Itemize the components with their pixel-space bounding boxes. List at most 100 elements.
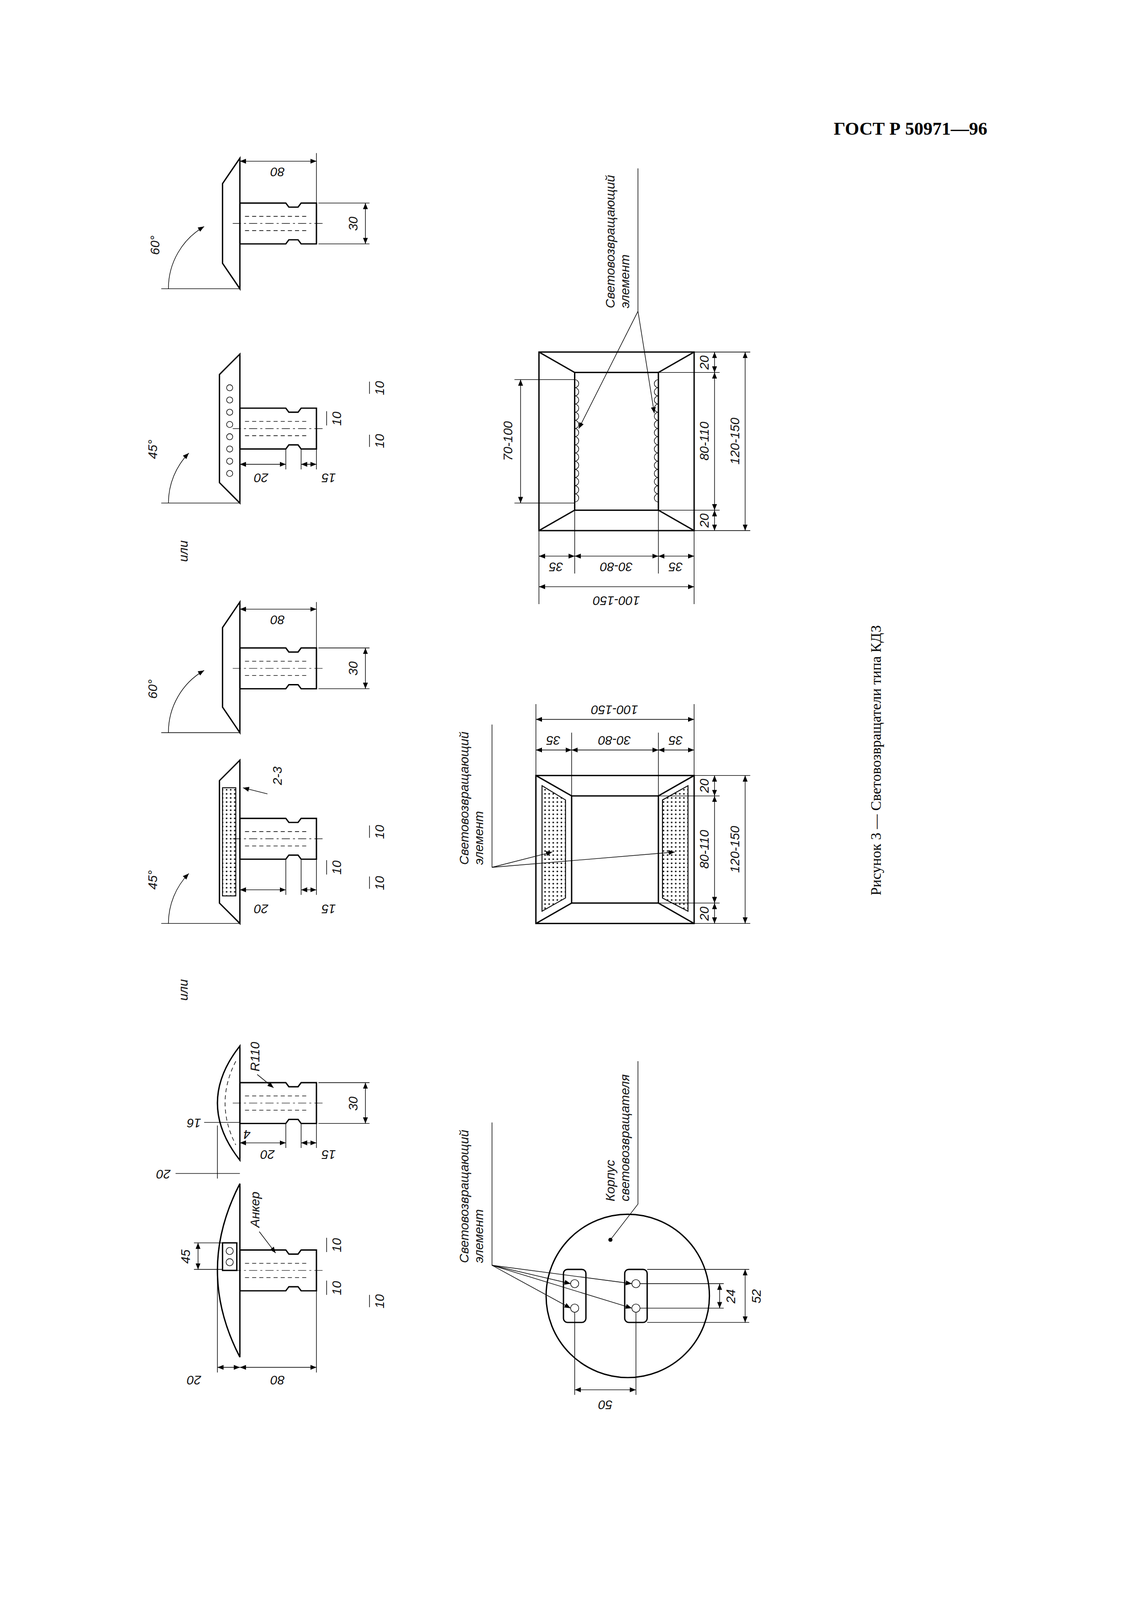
marker-top-view-a-part xyxy=(578,311,639,429)
marker-side-view-b-part xyxy=(161,502,240,504)
marker-top-view-a-part xyxy=(658,555,695,557)
dimension-text: 20 xyxy=(254,470,269,485)
dimension-text: 4 xyxy=(243,1126,251,1142)
marker-top-view-b-part xyxy=(658,775,751,924)
marker-top-view-c-part xyxy=(608,1237,613,1242)
dimension-text: 60° xyxy=(147,235,163,255)
dimension-text: 20 xyxy=(260,1146,275,1162)
marker-side-view-e-part xyxy=(318,1082,370,1124)
marker-side-view-a-part xyxy=(161,288,240,290)
dimension-text: 10 xyxy=(329,1238,345,1253)
dimension-text: 100-150 xyxy=(593,592,641,608)
dimension-text: 30 xyxy=(345,661,361,676)
dimension-text: 30-80 xyxy=(599,559,633,574)
marker-side-view-f-part xyxy=(222,1242,237,1271)
dimension-text: 70-100 xyxy=(500,420,516,461)
marker-side-view-c-part xyxy=(168,670,205,733)
marker-side-view-a-part xyxy=(232,203,325,244)
marker-side-view-f-part xyxy=(226,1258,234,1266)
marker-side-view-c-part xyxy=(222,601,240,733)
dimension-text: 35 xyxy=(668,732,683,748)
marker-top-view-a-part xyxy=(574,379,579,502)
dimension-text: 24 xyxy=(723,1289,739,1304)
marker-side-view-d-part xyxy=(300,889,317,890)
dimension-text: 15 xyxy=(321,470,336,485)
marker-top-view-c-part xyxy=(492,1265,571,1284)
marker-side-view-d-part xyxy=(326,825,370,890)
dimension-text: 35 xyxy=(546,732,561,748)
dimension-text: 45° xyxy=(145,870,161,890)
marker-side-view-e-part xyxy=(239,1142,286,1143)
marker-side-view-d-part xyxy=(168,873,190,924)
dimension-text: 120-150 xyxy=(727,825,743,874)
marker-top-view-a-part xyxy=(744,352,746,531)
marker-side-view-a xyxy=(161,152,370,289)
marker-top-view-a-part xyxy=(538,352,695,531)
marker-top-view-a-part xyxy=(538,555,575,557)
marker-side-view-a-part xyxy=(315,152,317,204)
dimension-text: 16 xyxy=(186,1115,201,1131)
marker-side-view-c-part xyxy=(318,647,370,689)
dimension-text: 10 xyxy=(372,1294,388,1309)
marker-top-view-b-part xyxy=(662,785,689,912)
marker-side-view-f-part xyxy=(217,1275,317,1373)
dimension-text: 120-150 xyxy=(727,417,743,465)
dimension-text: 80-110 xyxy=(696,421,712,461)
marker-top-view-b-part xyxy=(571,749,659,751)
marker-top-view-b-part xyxy=(571,795,659,904)
marker-side-view-e-part xyxy=(232,1082,325,1124)
marker-top-view-b-part xyxy=(536,749,572,751)
marker-top-view-a-part xyxy=(658,352,751,531)
marker-side-view-a-part xyxy=(239,160,317,162)
marker-top-view-a-part xyxy=(520,379,521,503)
marker-side-view-c-part xyxy=(161,732,240,733)
marker-side-view-b-part xyxy=(226,384,233,391)
marker-side-view-f xyxy=(194,1183,370,1373)
marker-side-view-f-part xyxy=(226,1247,234,1255)
marker-side-view-b-part xyxy=(226,396,233,403)
dimension-text: 30 xyxy=(345,216,361,231)
dimension-text: 20 xyxy=(696,355,712,370)
marker-side-view-a-part xyxy=(365,203,366,244)
marker-top-view-c-part xyxy=(570,1304,579,1313)
callout-label: Световозвращающий элемент xyxy=(457,727,487,865)
marker-top-view-a-part xyxy=(714,510,715,531)
dimension-text: 20 xyxy=(696,906,712,921)
marker-top-view-b-part xyxy=(714,795,715,904)
marker-top-view-b-part xyxy=(714,775,715,796)
marker-side-view-e-part xyxy=(300,1142,317,1143)
dimension-text: или xyxy=(176,540,191,563)
marker-top-view-c-part xyxy=(647,1269,750,1323)
marker-side-view-f-part xyxy=(239,1367,317,1368)
dimension-text: 2-3 xyxy=(270,766,285,785)
callout-label: Световозвращающий элемент xyxy=(457,1125,487,1263)
dimension-text: 50 xyxy=(598,1397,613,1412)
marker-top-view-a-part xyxy=(574,555,659,557)
dimension-text: 80 xyxy=(270,1372,285,1388)
marker-side-view-b-part xyxy=(226,457,233,464)
marker-side-view-e-part xyxy=(285,1123,317,1148)
dimension-text: 45° xyxy=(145,439,161,459)
marker-top-view-c-part xyxy=(570,1279,579,1288)
marker-top-view-c-part xyxy=(719,1283,720,1309)
marker-side-view-f-part xyxy=(259,1231,276,1253)
marker-top-view-b xyxy=(492,704,751,924)
marker-side-view-d-part xyxy=(219,760,241,924)
marker-side-view-b-part xyxy=(326,381,370,448)
dimension-text: 20 xyxy=(156,1166,171,1182)
dimension-text: 30-80 xyxy=(598,732,632,748)
marker-side-view-f-part xyxy=(197,1242,199,1270)
marker-top-view-b-part xyxy=(541,785,566,912)
marker-top-view-a-part xyxy=(574,372,659,511)
marker-top-view-c xyxy=(492,1061,750,1395)
marker-top-view-a-part xyxy=(538,586,695,587)
marker-top-view-c-part xyxy=(744,1269,746,1323)
marker-side-view-c-part xyxy=(239,608,317,610)
marker-top-view-b-part xyxy=(536,775,695,924)
marker-side-view-b-part xyxy=(226,446,233,453)
dimension-text: R110 xyxy=(247,1041,263,1072)
marker-top-view-a xyxy=(514,168,751,605)
marker-side-view-f-part xyxy=(217,1367,240,1368)
marker-side-view-c-part xyxy=(232,647,325,689)
